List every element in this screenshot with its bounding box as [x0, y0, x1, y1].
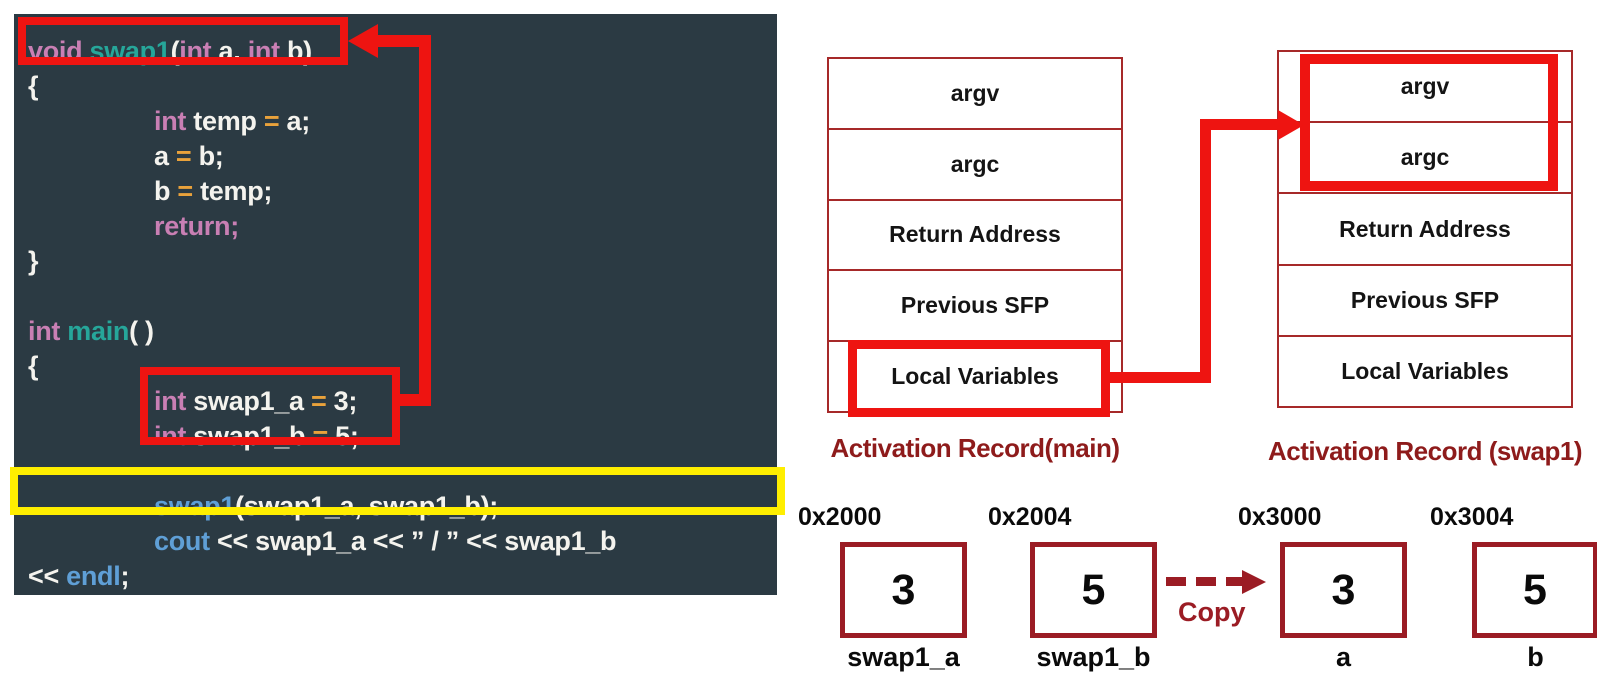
memory-cell-box: 5 [1030, 542, 1157, 638]
declaration-arrow-line [396, 394, 426, 406]
table-row: Local Variables [1279, 334, 1571, 406]
connector-line [1200, 119, 1278, 130]
code-segment: << [28, 561, 67, 591]
code-segment: ( ) [129, 316, 154, 346]
copy-label: Copy [1178, 597, 1246, 627]
connector-line [1105, 372, 1205, 383]
table-row: Return Address [1279, 192, 1571, 263]
memory-cell-swap1_a: 0x2000 3 swap1_a [798, 503, 967, 675]
address-label: 0x2004 [988, 503, 1072, 531]
memory-cell-box: 3 [840, 542, 967, 638]
code-segment: (swap1_a, swap1_b); [235, 491, 498, 521]
activation-record-main-caption: Activation Record(main) [830, 433, 1121, 463]
variable-label: swap1_a [847, 642, 960, 672]
code-segment: temp; [192, 176, 273, 206]
memory-cell-box: 3 [1280, 542, 1407, 638]
copy-arrowhead-icon [1242, 570, 1266, 594]
table-row: Previous SFP [1279, 263, 1571, 335]
code-segment: cout [154, 526, 210, 556]
code-line: << endl; [28, 561, 129, 591]
code-segment: = [263, 106, 280, 136]
code-segment: { [28, 351, 39, 381]
variable-label: a [1335, 642, 1352, 672]
code-segment: int [154, 106, 187, 136]
code-line: b = temp; [154, 176, 272, 206]
local-variables-highlight-box [848, 340, 1110, 417]
code-segment: return; [154, 211, 239, 241]
table-row: argv [1400, 73, 1450, 100]
code-segment: int [154, 421, 187, 451]
table-row: argv [950, 79, 1000, 106]
variable-label: swap1_b [1036, 642, 1151, 672]
memory-value: 5 [1523, 565, 1547, 614]
memory-value: 3 [1331, 565, 1356, 614]
table-row: Return Address [829, 198, 1121, 270]
locals-declaration-highlight-box [140, 367, 400, 445]
declaration-arrow-line [375, 35, 431, 47]
address-label: 0x3004 [1430, 503, 1514, 531]
function-declaration-highlight-box [18, 17, 348, 65]
code-line: cout << swap1_a << ” / ” << swap1_b [154, 526, 617, 556]
activation-record-swap1-caption: Activation Record (swap1) [1267, 436, 1583, 466]
code-segment: b [154, 176, 178, 206]
memory-cell-b: 0x3004 5 b [1430, 503, 1597, 675]
code-segment: swap1 [154, 491, 236, 521]
copy-arrow-dash [1166, 577, 1186, 586]
memory-cell-box: 5 [1472, 542, 1597, 638]
code-segment: a; [279, 106, 310, 136]
address-label: 0x2000 [798, 503, 882, 531]
swap1-call-highlight-box [10, 467, 785, 515]
code-segment: temp [186, 106, 264, 136]
code-segment: ( [170, 36, 180, 66]
code-line: return; [154, 211, 239, 241]
right-arrowhead-icon [1278, 110, 1304, 140]
code-line: int main( ) [28, 316, 154, 346]
code-segment: endl [66, 561, 121, 591]
code-line: int swap1_a = 3; [154, 386, 357, 416]
code-line: swap1(swap1_a, swap1_b); [154, 491, 498, 521]
table-row: argc [829, 127, 1121, 199]
code-segment: int [154, 386, 187, 416]
code-segment: << swap1_a << ” / ” << swap1_b [209, 526, 617, 556]
code-segment: int [28, 316, 68, 346]
code-segment: main [67, 316, 130, 346]
code-segment: swap1_b [186, 421, 313, 451]
table-row: argc [1279, 121, 1571, 192]
memory-value: 3 [891, 565, 916, 614]
declaration-arrow-line [419, 35, 431, 406]
memory-cell-swap1_b: 0x2004 5 swap1_b [988, 503, 1157, 675]
variable-label: b [1527, 642, 1544, 672]
code-line: int temp = a; [154, 106, 310, 136]
memory-value: 5 [1081, 565, 1106, 614]
code-segment: { [28, 71, 39, 101]
code-line: a = b; [154, 141, 224, 171]
code-line: } [28, 246, 39, 276]
connector-line [1200, 124, 1211, 383]
code-line: { [28, 351, 39, 381]
code-segment: ; [120, 561, 130, 591]
code-line: { [28, 71, 39, 101]
code-segment: swap1_a [186, 386, 311, 416]
code-segment: b; [191, 141, 224, 171]
copy-arrow-dash [1196, 577, 1216, 586]
argv-argc-highlight-box [1300, 54, 1558, 191]
code-panel: void swap1(int a, int b){int temp = a;a … [14, 14, 777, 595]
copy-arrow-dash [1226, 577, 1242, 586]
address-label: 0x3000 [1238, 503, 1322, 531]
code-segment: = [310, 386, 327, 416]
memory-cell-a: 0x3000 3 a [1238, 503, 1407, 675]
code-segment: 3; [326, 386, 358, 416]
code-segment: = [175, 141, 192, 171]
code-segment: } [28, 246, 39, 276]
code-segment: = [177, 176, 193, 206]
table-row: Previous SFP [829, 269, 1121, 340]
left-arrowhead-icon [348, 24, 378, 58]
code-segment: a [154, 141, 176, 171]
